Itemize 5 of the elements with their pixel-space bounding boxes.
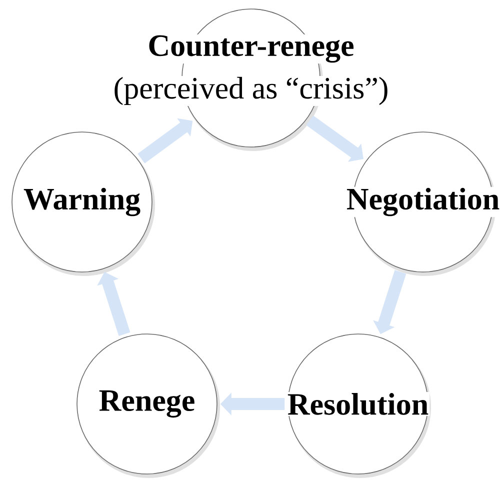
circle-node: Counter-renege (perceived as “crisis”)	[112, 8, 390, 151]
circle-node: Negotiation	[345, 132, 501, 276]
circle-node: Renege	[76, 334, 220, 478]
circle-node: Resolution	[286, 334, 431, 478]
circle-node: Warning	[12, 132, 155, 276]
